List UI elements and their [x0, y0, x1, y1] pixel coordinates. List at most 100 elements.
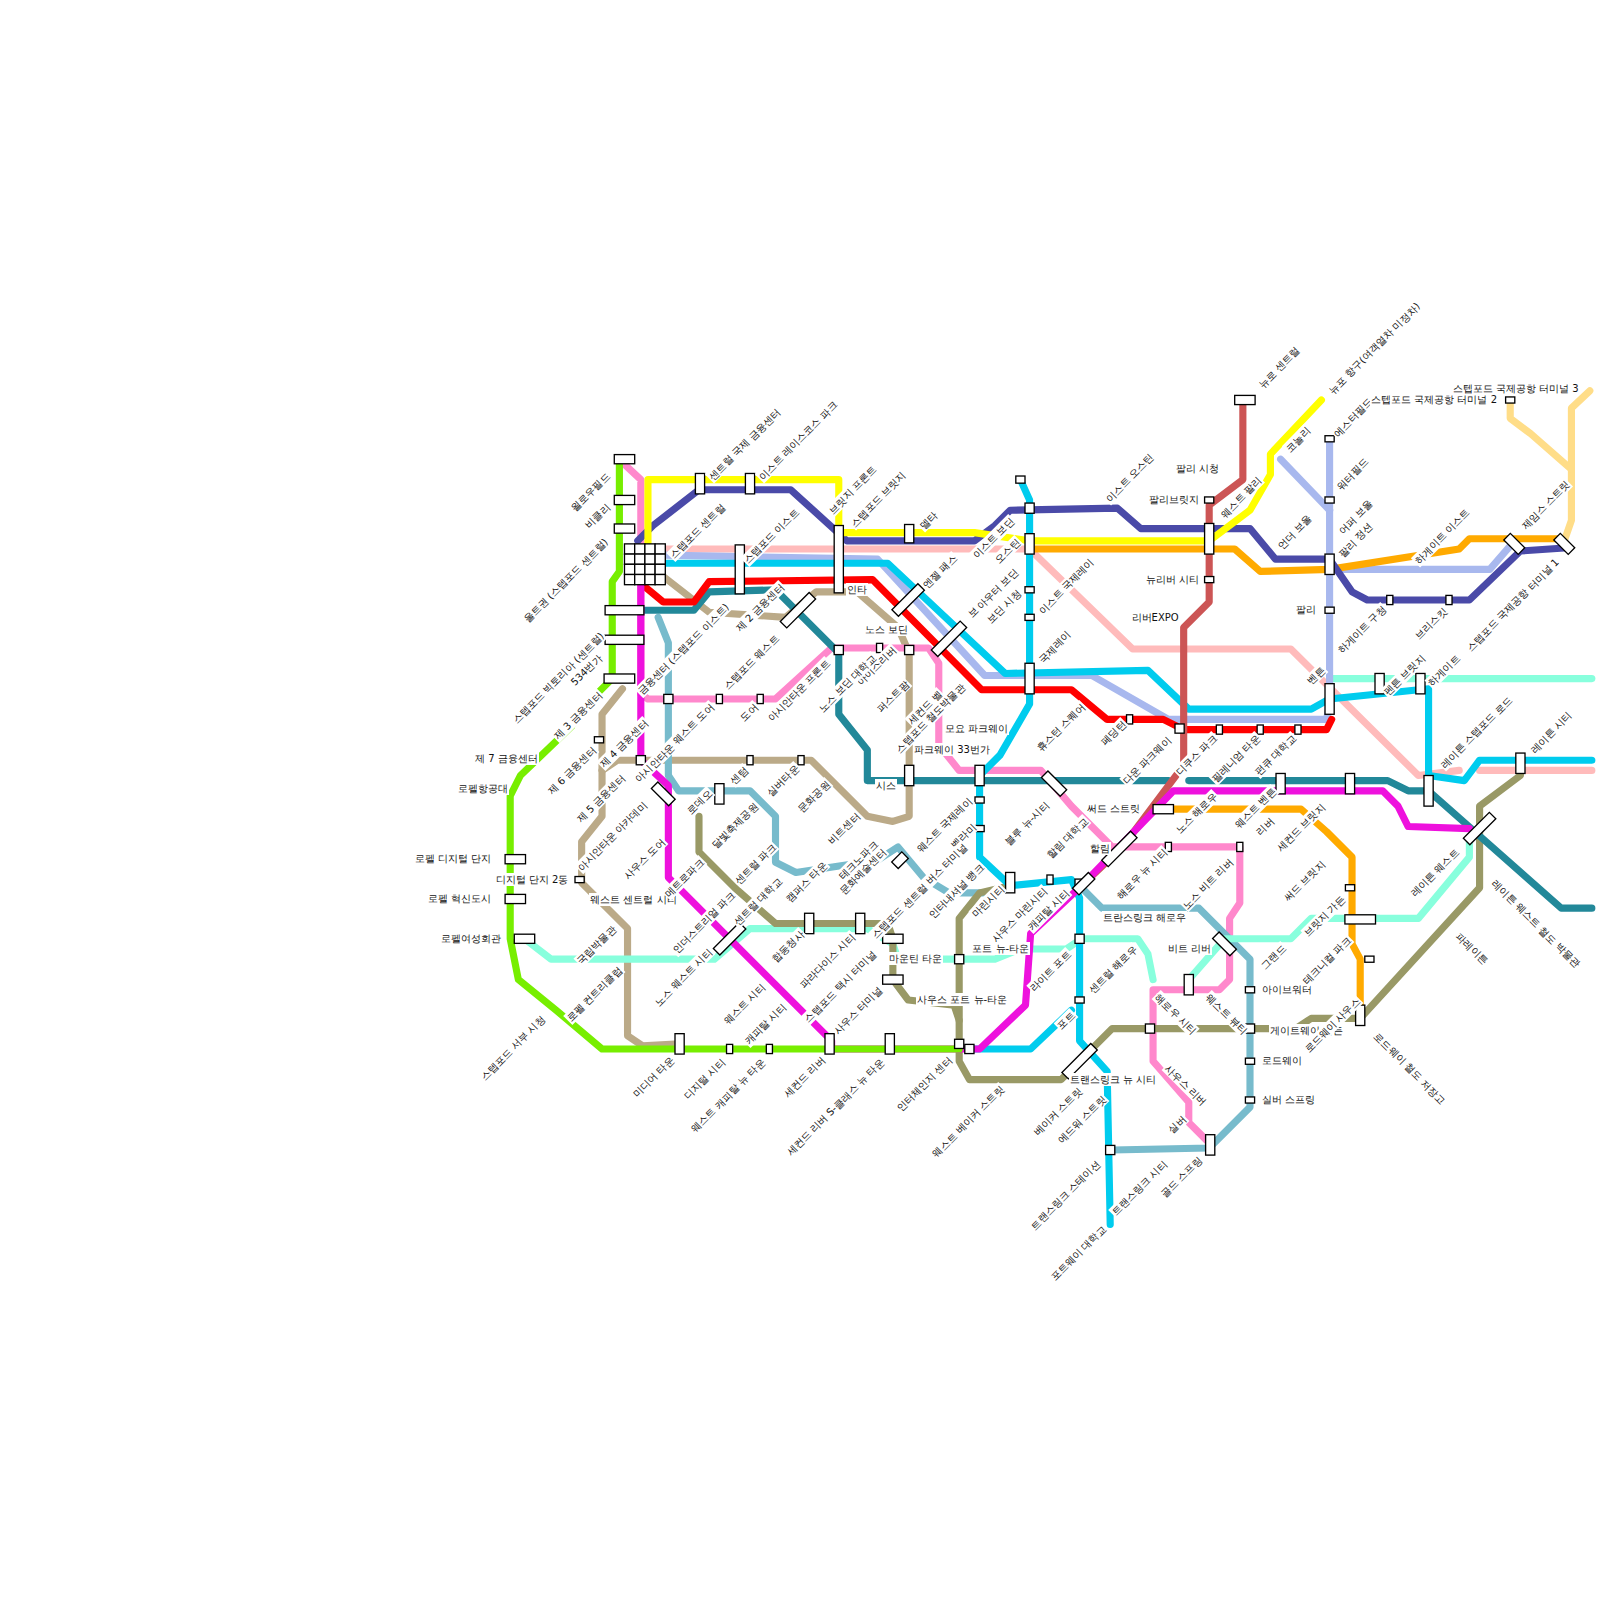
station-label: 리버EXPO — [1131, 611, 1180, 624]
station-marker — [1175, 724, 1184, 733]
station-label: 캠퍼스 타운 — [782, 858, 830, 906]
station-label: 퍼스트팜 — [874, 676, 913, 715]
station-marker — [1245, 1097, 1254, 1103]
metro-line — [1510, 400, 1571, 541]
station-label: 미디어 타운 — [629, 1053, 677, 1101]
station-markers — [505, 395, 1575, 1155]
station-label: 사우스 도어 — [621, 835, 669, 883]
station-marker — [1424, 776, 1433, 807]
station-marker — [1345, 773, 1354, 793]
station-marker — [655, 544, 665, 554]
station-label: 트란스링크 해로우 — [1102, 911, 1187, 924]
station-label: 센트럴 해로우 — [1085, 942, 1140, 997]
station-marker — [1237, 842, 1243, 851]
station-label: 센텀 — [727, 763, 752, 788]
station-marker — [1504, 533, 1525, 554]
station-marker — [1153, 805, 1173, 814]
station-marker — [1325, 554, 1334, 574]
station-label: 스텝포드 서부 시청 — [477, 1012, 549, 1084]
metro-line — [1571, 391, 1589, 470]
station-label: 제 7 금융센터 — [474, 752, 539, 765]
station-label: 메트로파크 — [662, 855, 708, 901]
metro-line — [663, 563, 1592, 780]
station-marker — [645, 554, 655, 564]
station-label: 인터체인지 센터 — [893, 1053, 955, 1115]
station-label: 스텝포드 국제공항 터미널 1 — [1463, 555, 1563, 655]
metro-line — [510, 459, 959, 1049]
station-label: 제 3 금융센터 — [551, 688, 606, 743]
station-label: 델타 — [916, 507, 941, 532]
station-marker — [575, 877, 584, 883]
station-marker — [1295, 725, 1301, 734]
station-marker — [1506, 397, 1515, 403]
station-marker — [1205, 577, 1214, 583]
station-marker — [727, 1044, 733, 1053]
metro-line — [641, 571, 1470, 1049]
station-marker — [883, 975, 903, 984]
metro-line — [1082, 400, 1243, 886]
station-label: 테크니컬 파크 — [1299, 933, 1354, 988]
station-marker — [1345, 885, 1354, 891]
station-marker — [757, 694, 763, 703]
station-label: 스텝포드 이스트 — [740, 505, 802, 567]
station-label: 로데오 — [684, 786, 716, 818]
station-label: 다운 파크웨이 — [1120, 733, 1175, 788]
station-label: 비트 리버 — [1167, 942, 1212, 955]
station-marker — [965, 1044, 974, 1053]
station-marker — [856, 913, 865, 933]
station-label: 로드웨이 철도 저장고 — [1371, 1028, 1450, 1107]
station-marker — [834, 526, 843, 593]
station-marker — [605, 606, 644, 615]
station-marker — [675, 1034, 684, 1054]
station-label: 로펠 디지털 단지 — [414, 852, 492, 865]
station-label: 파레이튼 — [1453, 928, 1492, 967]
station-label: 레이튼 스텝포드 로드 — [1437, 693, 1516, 772]
station-label: 제임스 스트릿 — [1518, 477, 1573, 532]
station-marker — [747, 756, 753, 765]
station-label: 아시안타운 웨스트 도어 — [632, 700, 718, 786]
station-label: 리버 — [1252, 814, 1277, 839]
station-marker — [892, 584, 924, 616]
station-marker — [655, 564, 665, 574]
station-marker — [505, 855, 525, 864]
station-label: 로펠 혁신도시 — [427, 892, 492, 905]
station-marker — [1025, 534, 1034, 554]
station-marker — [505, 894, 525, 903]
station-label: 페딩턴 — [1097, 717, 1129, 749]
station-marker — [635, 564, 645, 574]
station-label: 해로우 뉴 시티 — [1113, 845, 1171, 903]
station-label: 노스 보딘 — [864, 623, 909, 636]
station-label: 하게이트 구청 — [1334, 602, 1389, 657]
station-label: 노스 웨스트 시티 — [651, 945, 716, 1010]
station-label: 세컨드 브릿지 — [1273, 800, 1328, 855]
station-label: 이스트 국제레이 — [1035, 555, 1097, 617]
station-marker — [695, 473, 704, 493]
station-label: 금융센터 (스텝포드 이스트) — [634, 600, 732, 698]
station-label: 사우스 리버 — [1162, 1061, 1210, 1109]
station-label: 레이튼 웨스트 — [1407, 845, 1462, 900]
station-label: 실버 스프링 — [1261, 1093, 1316, 1106]
station-label: 실버 — [1164, 1112, 1189, 1137]
station-marker — [1245, 987, 1254, 993]
station-marker — [1257, 725, 1263, 734]
station-label: 팔리브릿지 — [1148, 493, 1200, 506]
station-marker — [955, 955, 964, 964]
station-marker — [1145, 1024, 1154, 1033]
station-marker — [905, 765, 914, 785]
station-label: 달빛축제공원 — [709, 799, 762, 852]
station-marker — [716, 694, 722, 703]
station-marker — [624, 564, 634, 574]
station-label: 뉴포 항구(여객열차 미정차) — [1324, 299, 1422, 397]
station-marker — [975, 797, 984, 803]
station-marker — [1025, 663, 1034, 694]
station-marker — [1216, 725, 1222, 734]
station-marker — [614, 524, 634, 533]
station-marker — [614, 495, 634, 504]
station-marker — [645, 574, 655, 584]
station-label: 노스 비트 리버 — [1179, 855, 1237, 913]
station-marker — [645, 564, 655, 574]
station-label: 브리스킷 — [1411, 604, 1450, 643]
station-label: 스텝포드 센트럴 — [666, 500, 728, 562]
